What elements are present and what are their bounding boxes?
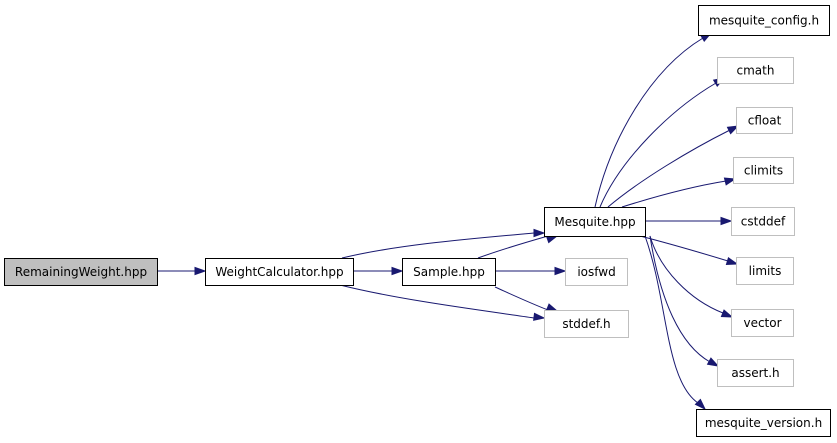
- node-mesquite_version[interactable]: mesquite_version.h: [696, 409, 831, 437]
- edge-mesquite-to-cstddef: [645, 216, 733, 226]
- node-box: [717, 57, 794, 84]
- node-label: RemainingWeight.hpp: [15, 265, 147, 279]
- node-label: limits: [749, 264, 782, 278]
- edge-line: [644, 235, 699, 404]
- arrowhead-icon: [720, 216, 733, 226]
- node-box: [4, 258, 158, 286]
- node-box: [731, 309, 794, 337]
- arrowhead-icon: [725, 256, 739, 266]
- edge-remainingweight-to-weightcalculator: [157, 266, 207, 276]
- node-box: [733, 157, 794, 184]
- node-label: iosfwd: [577, 265, 615, 279]
- edge-mesquite-to-vector: [649, 235, 734, 318]
- arrowhead-icon: [194, 266, 207, 276]
- node-assert: assert.h: [717, 359, 794, 387]
- node-label: mesquite_version.h: [705, 416, 822, 430]
- edge-weightcalculator-to-sample: [353, 266, 404, 276]
- edge-line: [649, 235, 711, 363]
- arrowhead-icon: [554, 266, 567, 276]
- arrowhead-icon: [391, 266, 404, 276]
- edge-line: [639, 235, 729, 262]
- node-cstddef: cstddef: [731, 207, 795, 236]
- node-climits: climits: [733, 157, 794, 184]
- node-label: WeightCalculator.hpp: [215, 265, 343, 279]
- node-label: cmath: [737, 64, 775, 78]
- node-box: [696, 409, 831, 437]
- arrowhead-icon: [533, 228, 546, 238]
- node-box: [698, 5, 830, 36]
- node-box: [736, 257, 794, 285]
- edge-line: [599, 82, 717, 208]
- node-label: vector: [743, 316, 781, 330]
- node-stddef: stddef.h: [544, 310, 629, 338]
- arrowhead-icon: [545, 303, 559, 312]
- edge-sample-to-stddef: [494, 286, 559, 312]
- node-label: assert.h: [731, 366, 779, 380]
- node-cmath: cmath: [717, 57, 794, 84]
- node-box: [731, 207, 795, 236]
- arrowhead-icon: [533, 312, 546, 321]
- arrowhead-icon: [723, 177, 737, 186]
- node-label: cfloat: [748, 114, 782, 128]
- edge-sample-to-iosfwd: [495, 266, 567, 276]
- arrowhead-icon: [726, 125, 740, 135]
- edge-line: [494, 286, 549, 311]
- node-box: [544, 207, 646, 237]
- node-label: mesquite_config.h: [709, 14, 819, 28]
- edge-weightcalculator-to-stddef: [339, 284, 546, 321]
- node-cfloat: cfloat: [736, 107, 793, 134]
- node-box: [565, 258, 628, 286]
- edge-weightcalculator-to-mesquite: [341, 228, 546, 259]
- arrowhead-icon: [706, 357, 720, 367]
- arrowhead-icon: [694, 398, 707, 411]
- edge-line: [594, 37, 704, 208]
- node-label: stddef.h: [562, 317, 610, 331]
- node-box: [544, 310, 629, 338]
- edge-line: [341, 232, 535, 259]
- node-label: cstddef: [741, 215, 786, 229]
- node-limits: limits: [736, 257, 794, 285]
- edge-line: [339, 284, 535, 319]
- node-weightcalculator[interactable]: WeightCalculator.hpp: [205, 258, 354, 286]
- node-label: climits: [744, 164, 783, 178]
- node-sample[interactable]: Sample.hpp: [402, 258, 496, 286]
- node-iosfwd: iosfwd: [565, 258, 628, 286]
- node-mesquite[interactable]: Mesquite.hpp: [544, 207, 646, 237]
- edge-line: [607, 129, 731, 208]
- edge-mesquite-to-cfloat: [607, 125, 740, 208]
- node-mesquite_config[interactable]: mesquite_config.h: [698, 5, 830, 36]
- edge-line: [649, 235, 724, 314]
- edge-mesquite-to-mesquite_version: [644, 235, 707, 411]
- edge-mesquite-to-assert: [649, 235, 720, 367]
- node-box: [205, 258, 354, 286]
- edges-layer: [157, 32, 740, 411]
- node-box: [717, 359, 794, 387]
- nodes-layer: RemainingWeight.hpp WeightCalculator.hpp S…: [4, 5, 831, 437]
- node-remainingweight[interactable]: RemainingWeight.hpp: [4, 258, 158, 286]
- edge-sample-to-mesquite: [477, 235, 559, 259]
- node-label: Sample.hpp: [413, 265, 485, 279]
- edge-mesquite-to-mesquite_config: [594, 32, 713, 208]
- arrowhead-icon: [720, 309, 734, 318]
- edge-line: [621, 180, 727, 208]
- node-box: [402, 258, 496, 286]
- edge-mesquite-to-climits: [621, 177, 737, 208]
- node-vector: vector: [731, 309, 794, 337]
- node-label: Mesquite.hpp: [554, 215, 635, 229]
- edge-line: [477, 235, 549, 259]
- node-box: [736, 107, 793, 134]
